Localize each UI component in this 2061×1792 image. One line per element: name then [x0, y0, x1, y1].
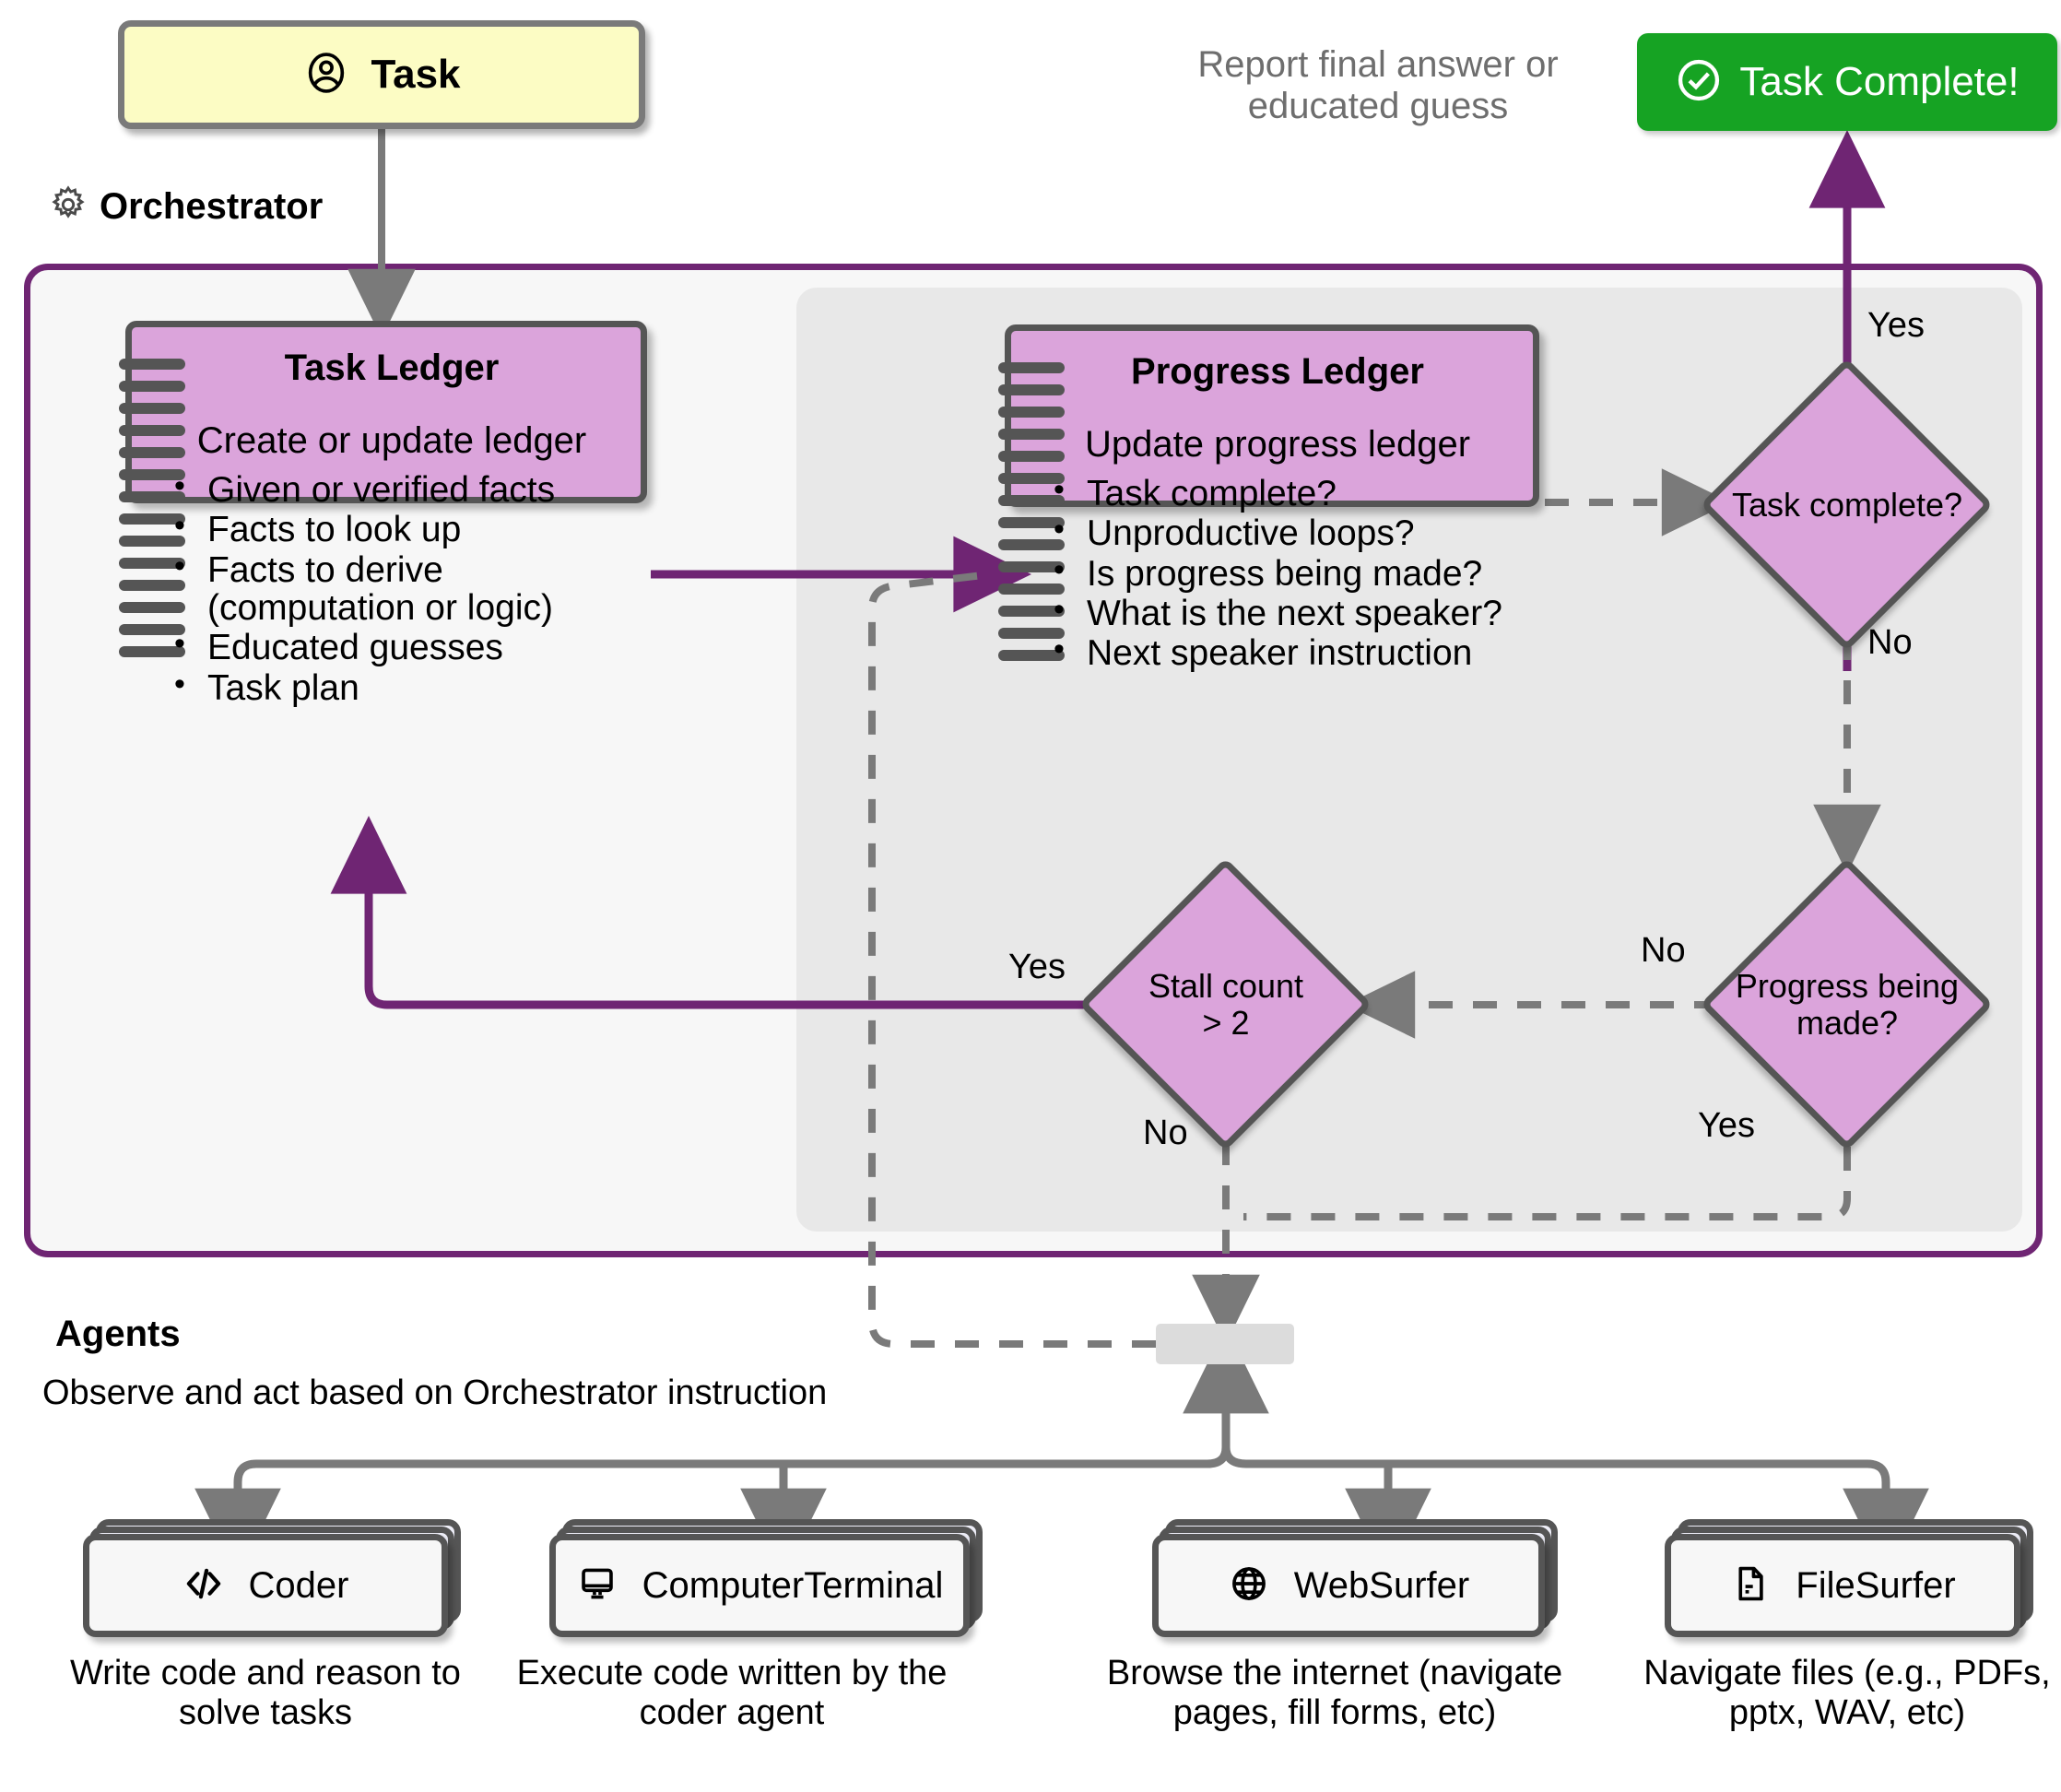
- orchestrator-label: Orchestrator: [100, 186, 324, 227]
- monitor-icon: [576, 1562, 618, 1609]
- edge-label-progress-made-no: No: [1641, 931, 1686, 970]
- progress-ledger-title: Progress Ledger: [1131, 351, 1424, 392]
- decision-task-complete[interactable]: Task complete?: [1700, 358, 1994, 652]
- orchestrator-label-group: Orchestrator: [48, 184, 323, 230]
- agents-subtitle: Observe and act based on Orchestrator in…: [42, 1373, 828, 1412]
- task-complete-button[interactable]: Task Complete!: [1637, 33, 2057, 131]
- edge-label-progress-made-yes: Yes: [1698, 1106, 1755, 1145]
- decision-progress-made-label: Progress being made?: [1735, 967, 1960, 1042]
- task-ledger-title: Task Ledger: [284, 348, 500, 388]
- list-item: Next speaker instruction: [1046, 632, 1509, 672]
- list-item: Given or verified facts: [167, 469, 617, 509]
- agent-description: Browse the internet (navigate pages, fil…: [1106, 1654, 1563, 1733]
- list-item: Unproductive loops?: [1046, 513, 1509, 552]
- task-complete-label: Task Complete!: [1739, 59, 2020, 104]
- agent-name: ComputerTerminal: [642, 1564, 944, 1606]
- agent-description: Execute code written by the coder agent: [516, 1654, 948, 1733]
- decision-task-complete-label: Task complete?: [1731, 486, 1963, 525]
- edge-label-task-complete-no: No: [1867, 623, 1913, 662]
- agent-name: WebSurfer: [1293, 1564, 1470, 1606]
- list-item: Is progress being made?: [1046, 553, 1509, 593]
- report-note: Report final answer or educated guess: [1197, 44, 1559, 126]
- progress-ledger-subtitle: Update progress ledger: [1084, 424, 1471, 465]
- progress-ledger-list: Task complete? Unproductive loops? Is pr…: [1046, 473, 1509, 673]
- agent-description: Write code and reason to solve tasks: [70, 1654, 461, 1733]
- user-circle-icon: [302, 49, 350, 101]
- list-item: What is the next speaker?: [1046, 593, 1509, 632]
- agent-name: FileSurfer: [1796, 1564, 1956, 1606]
- orchestrator-agent-hub: [1156, 1324, 1294, 1364]
- task-box-label: Task: [371, 52, 461, 97]
- gear-icon: [48, 184, 88, 230]
- agent-description: Navigate files (e.g., PDFs, pptx, WAV, e…: [1643, 1654, 2051, 1733]
- task-ledger-card[interactable]: Task Ledger Create or update ledger Give…: [119, 321, 647, 707]
- decision-stall-count-label: Stall count > 2: [1148, 967, 1304, 1042]
- list-item: Educated guesses: [167, 627, 617, 666]
- code-icon: [183, 1562, 225, 1609]
- check-circle-icon: [1675, 56, 1723, 109]
- edge-label-task-complete-yes: Yes: [1867, 306, 1925, 345]
- decision-progress-made[interactable]: Progress being made?: [1700, 857, 1994, 1151]
- document-icon: [1729, 1562, 1772, 1609]
- decision-stall-count[interactable]: Stall count > 2: [1078, 857, 1372, 1151]
- task-ledger-subtitle: Create or update ledger: [196, 420, 587, 461]
- edge-label-stall-count-no: No: [1143, 1114, 1188, 1152]
- globe-icon: [1228, 1562, 1270, 1609]
- task-ledger-list: Given or verified facts Facts to look up…: [167, 469, 617, 707]
- task-box[interactable]: Task: [118, 20, 645, 129]
- list-item: Task complete?: [1046, 473, 1509, 513]
- agent-name: Coder: [248, 1564, 349, 1606]
- edge-label-stall-count-yes: Yes: [1008, 948, 1066, 986]
- agents-title: Agents: [55, 1314, 181, 1354]
- progress-ledger-card[interactable]: Progress Ledger Update progress ledger T…: [998, 324, 1539, 673]
- list-item: Facts to derive (computation or logic): [167, 549, 617, 628]
- list-item: Facts to look up: [167, 509, 617, 548]
- list-item: Task plan: [167, 667, 617, 707]
